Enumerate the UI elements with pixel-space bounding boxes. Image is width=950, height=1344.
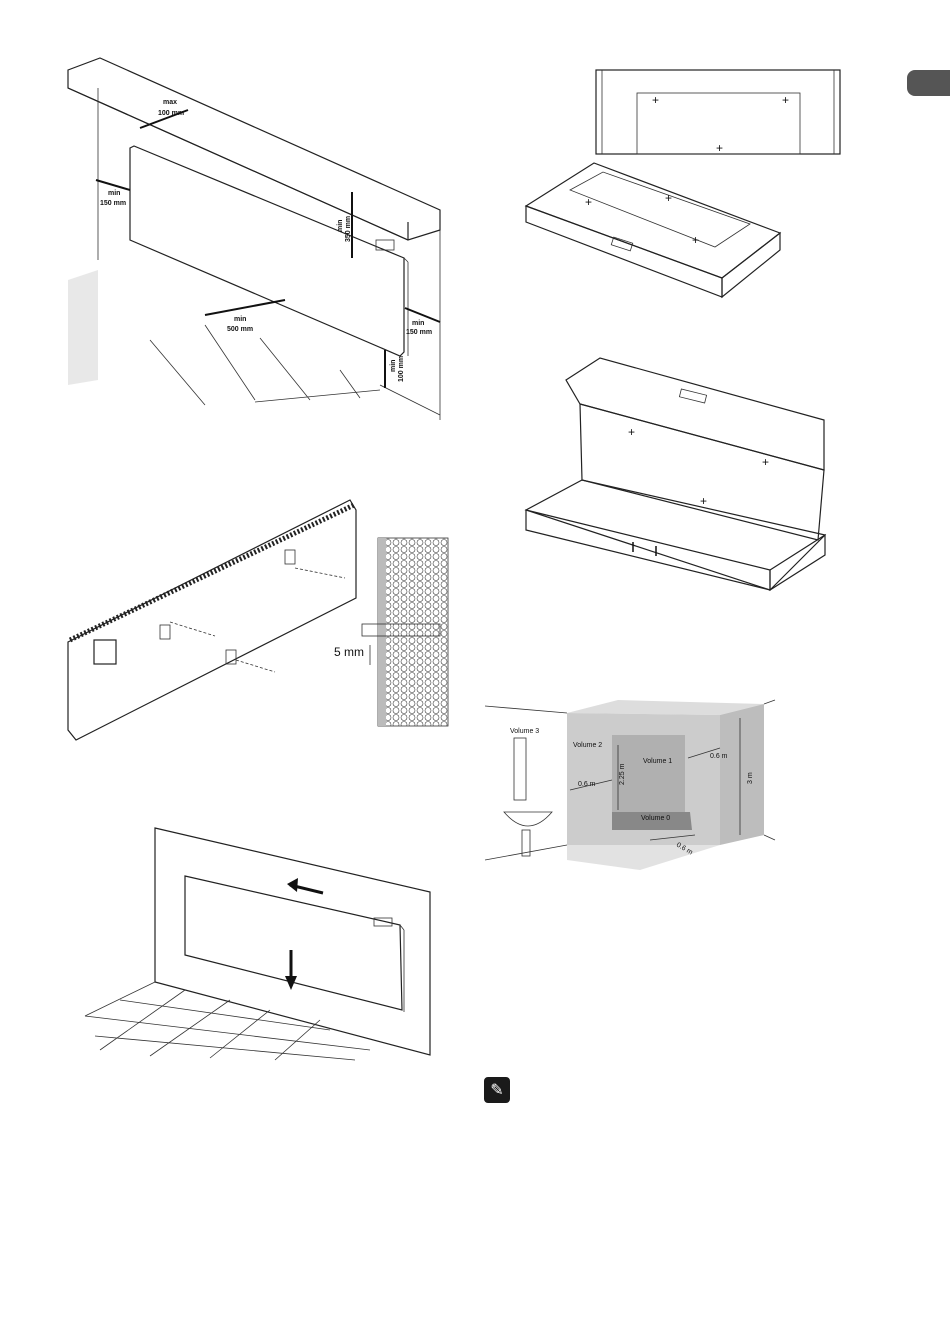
dist-06-right: 0.6 m bbox=[710, 753, 728, 760]
svg-text:+: + bbox=[716, 141, 723, 155]
min150-right-1: min bbox=[412, 320, 424, 327]
svg-text:+: + bbox=[782, 93, 789, 107]
brick-pattern bbox=[386, 538, 448, 726]
min150-left-1: min bbox=[108, 190, 120, 197]
svg-text:+: + bbox=[628, 425, 635, 439]
volume2-label: Volume 2 bbox=[573, 742, 602, 749]
bathroom-zones-figure: Volume 3 Volume 2 Volume 1 Volume 0 0.6 … bbox=[485, 700, 775, 870]
dist-3m: 3 m bbox=[747, 772, 754, 784]
pencil-icon: ✎ bbox=[484, 1077, 510, 1103]
volume3-label: Volume 3 bbox=[510, 728, 539, 735]
min100-2: 100 mm bbox=[398, 356, 405, 382]
dist-225: 2.25 m bbox=[619, 763, 626, 785]
dist-06-left: 0.6 m bbox=[578, 781, 596, 788]
svg-text:+: + bbox=[585, 195, 592, 209]
min500-1: min bbox=[234, 316, 246, 323]
max-label-2: 100 mm bbox=[158, 110, 184, 117]
volume0-label: Volume 0 bbox=[641, 815, 670, 822]
min150-left-2: 150 mm bbox=[100, 200, 126, 207]
min100-1: min bbox=[390, 360, 397, 372]
box-open-figure: + + + bbox=[526, 358, 825, 590]
min500-2: 500 mm bbox=[227, 326, 253, 333]
svg-text:+: + bbox=[652, 93, 659, 107]
bracket-figure: 5 mm bbox=[68, 500, 448, 740]
min350-2: 350 mm bbox=[345, 216, 352, 242]
volume1-label: Volume 1 bbox=[643, 758, 672, 765]
min350-1: min bbox=[337, 220, 344, 232]
min150-right-2: 150 mm bbox=[406, 329, 432, 336]
svg-text:+: + bbox=[762, 455, 769, 469]
box-closed-figure: + + + bbox=[526, 163, 780, 297]
max-label-1: max bbox=[163, 99, 177, 106]
svg-text:+: + bbox=[692, 233, 699, 247]
clearance-figure: max 100 mm min 150 mm min 350 mm min 500… bbox=[68, 58, 440, 420]
svg-text:+: + bbox=[700, 494, 707, 508]
slide-figure bbox=[85, 828, 430, 1060]
five-mm-label: 5 mm bbox=[334, 645, 364, 659]
svg-text:+: + bbox=[665, 191, 672, 205]
box-top-figure: + + + bbox=[596, 70, 840, 155]
